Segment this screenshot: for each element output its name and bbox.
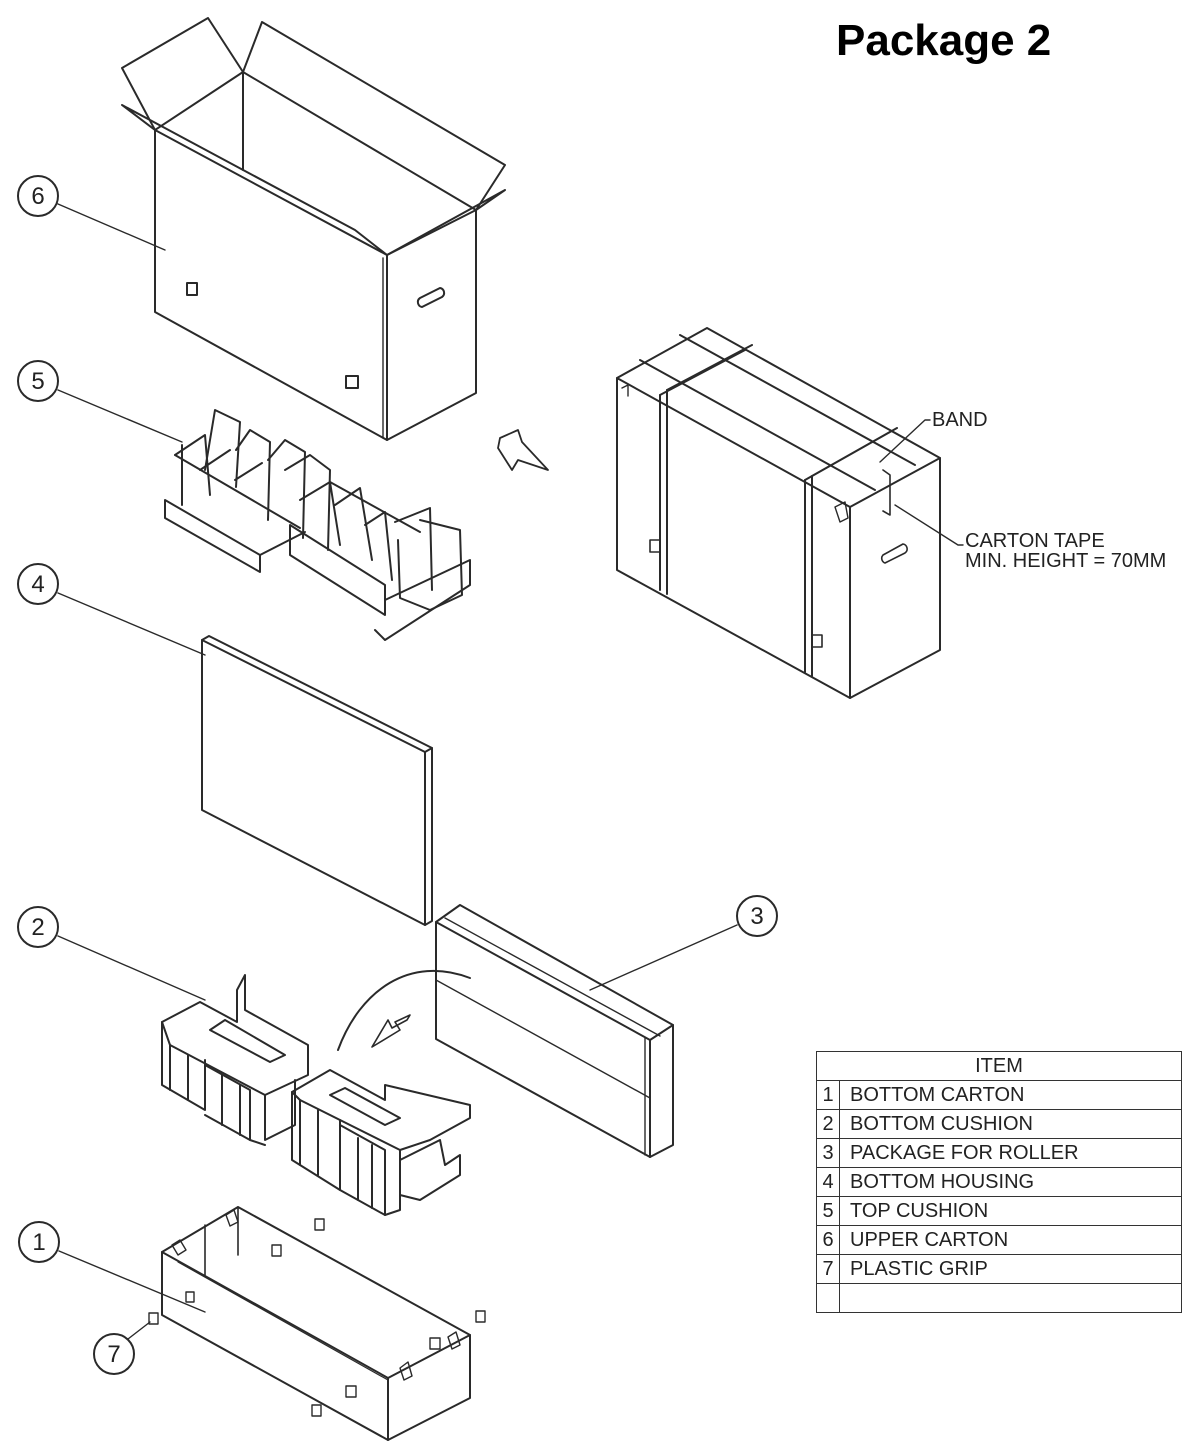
band-label: BAND bbox=[932, 409, 988, 431]
svg-text:2: 2 bbox=[31, 914, 44, 941]
assembly-arrow bbox=[497, 429, 549, 471]
callout-7: 7 bbox=[93, 1321, 151, 1375]
svg-text:5: 5 bbox=[31, 368, 44, 395]
item-number: 4 bbox=[816, 1167, 840, 1197]
callout-4: 4 bbox=[17, 563, 206, 656]
item-name: BOTTOM CARTON bbox=[839, 1080, 1182, 1110]
assembled-package bbox=[616, 327, 964, 699]
svg-text:4: 4 bbox=[31, 571, 44, 598]
item-number bbox=[816, 1283, 840, 1313]
item-name: BOTTOM CUSHION bbox=[839, 1109, 1182, 1139]
bottom-housing bbox=[201, 635, 433, 926]
item-number: 3 bbox=[816, 1138, 840, 1168]
callouts: 6 5 4 3 2 1 7 bbox=[17, 175, 778, 1375]
top-cushion bbox=[164, 409, 471, 641]
item-name: PACKAGE FOR ROLLER bbox=[839, 1138, 1182, 1168]
table-row bbox=[816, 1283, 1182, 1313]
item-number: 1 bbox=[816, 1080, 840, 1110]
item-table-header: ITEM bbox=[816, 1051, 1182, 1081]
item-name: PLASTIC GRIP bbox=[839, 1254, 1182, 1284]
callout-3: 3 bbox=[589, 895, 778, 991]
callout-1: 1 bbox=[18, 1221, 206, 1313]
svg-text:3: 3 bbox=[750, 903, 763, 930]
upper-carton bbox=[121, 17, 506, 441]
item-name: TOP CUSHION bbox=[839, 1196, 1182, 1226]
package-for-roller bbox=[337, 904, 674, 1158]
bottom-carton bbox=[148, 1206, 486, 1441]
item-number: 2 bbox=[816, 1109, 840, 1139]
callout-6: 6 bbox=[17, 175, 166, 251]
svg-text:7: 7 bbox=[107, 1341, 120, 1368]
item-number: 7 bbox=[816, 1254, 840, 1284]
callout-2: 2 bbox=[17, 906, 206, 1001]
carton-tape-height-label: MIN. HEIGHT = 70MM bbox=[965, 550, 1167, 572]
item-number: 5 bbox=[816, 1196, 840, 1226]
callout-5: 5 bbox=[17, 360, 183, 443]
plastic-grip bbox=[148, 1312, 159, 1325]
page-title: Package 2 bbox=[836, 16, 1052, 65]
item-name bbox=[839, 1283, 1182, 1313]
svg-text:6: 6 bbox=[31, 183, 44, 210]
bottom-cushion bbox=[161, 974, 471, 1216]
item-number: 6 bbox=[816, 1225, 840, 1255]
carton-tape-label: CARTON TAPE bbox=[965, 530, 1105, 552]
item-name: BOTTOM HOUSING bbox=[839, 1167, 1182, 1197]
item-name: UPPER CARTON bbox=[839, 1225, 1182, 1255]
svg-text:1: 1 bbox=[32, 1229, 45, 1256]
